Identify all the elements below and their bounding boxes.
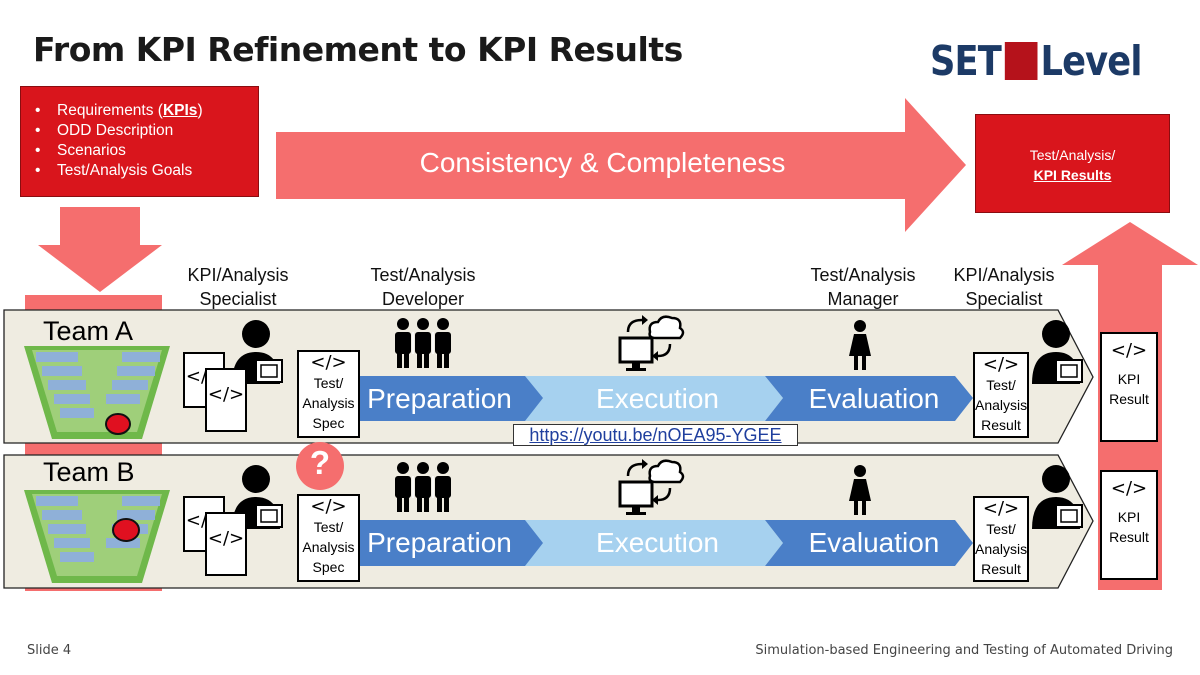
team-b-evaluation: Evaluation [808, 527, 940, 558]
req-item-goals: Test/Analysis Goals [35, 161, 258, 181]
results-line2: KPI Results [1033, 167, 1112, 183]
team-a-prep-shape [357, 376, 545, 421]
footer-text: Simulation-based Engineering and Testing… [755, 643, 1173, 658]
team-b-vmodel [24, 490, 170, 583]
team-b-execution: Execution [596, 527, 719, 558]
req-item-requirements: Requirements (KPIs) [35, 101, 258, 121]
setlevel-logo: SET Level [930, 37, 1143, 85]
video-link[interactable]: https://youtu.be/nOEA95-YGEE [513, 424, 798, 446]
req-item-odd: ODD Description [35, 121, 258, 141]
slide-number: Slide 4 [27, 643, 72, 658]
consistency-arrow [276, 98, 966, 232]
question-circle [296, 442, 344, 490]
team-a-eval-shape [765, 376, 973, 421]
team-a-vmodel [24, 346, 170, 439]
down-arrow [38, 207, 162, 292]
team-a-execution: Execution [596, 382, 719, 414]
team-a-exec-shape [525, 376, 783, 421]
team-b-prep-shape [357, 520, 545, 566]
team-a-code-doc-2: </> [205, 368, 247, 432]
logo-square [1004, 42, 1038, 80]
team-a-evaluation: Evaluation [808, 382, 940, 414]
team-b-exec-shape [525, 520, 783, 566]
results-line1: Test/Analysis/ [1029, 147, 1116, 163]
team-b-preparation: Preparation [367, 527, 512, 558]
kpis-link: KPIs [162, 102, 198, 119]
page-title: From KPI Refinement to KPI Results [33, 30, 683, 69]
requirements-box: Requirements (KPIs) ODD Description Scen… [20, 86, 259, 197]
team-a-preparation: Preparation [367, 382, 512, 414]
req-item-scenarios: Scenarios [35, 141, 258, 161]
consistency-label: Consistency & Completeness [419, 147, 786, 178]
team-b-eval-shape [765, 520, 973, 566]
logo-left: SET [930, 37, 1002, 85]
question-mark: ? [309, 444, 331, 481]
logo-right: Level [1040, 37, 1143, 85]
team-a-label: Team A [43, 316, 134, 346]
results-box: Test/Analysis/ KPI Results [975, 114, 1170, 213]
team-b-label: Team B [43, 457, 135, 487]
team-b-code-doc-2: </> [205, 512, 247, 576]
